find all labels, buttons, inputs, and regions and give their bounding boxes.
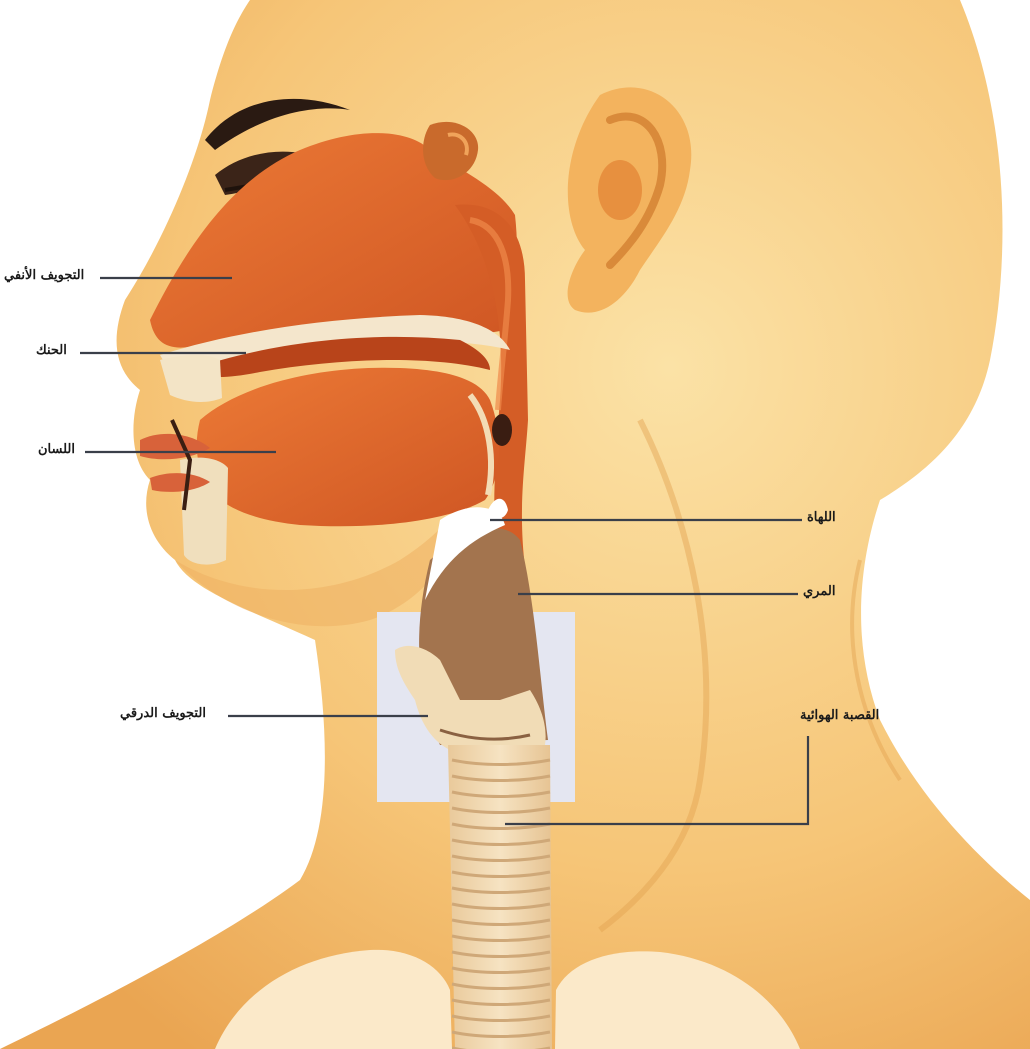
label-uvula: اللهاة bbox=[807, 510, 836, 526]
label-laryngeal-cavity: التجويف الدرقي bbox=[120, 706, 206, 722]
label-palate: الحنك bbox=[36, 343, 67, 359]
label-nasal-cavity: التجويف الأنفي bbox=[4, 268, 84, 284]
trachea bbox=[448, 745, 552, 1049]
label-trachea: القصبة الهوائية bbox=[800, 708, 879, 724]
label-esophagus: المري bbox=[803, 584, 835, 600]
label-tongue: اللسان bbox=[38, 442, 75, 458]
